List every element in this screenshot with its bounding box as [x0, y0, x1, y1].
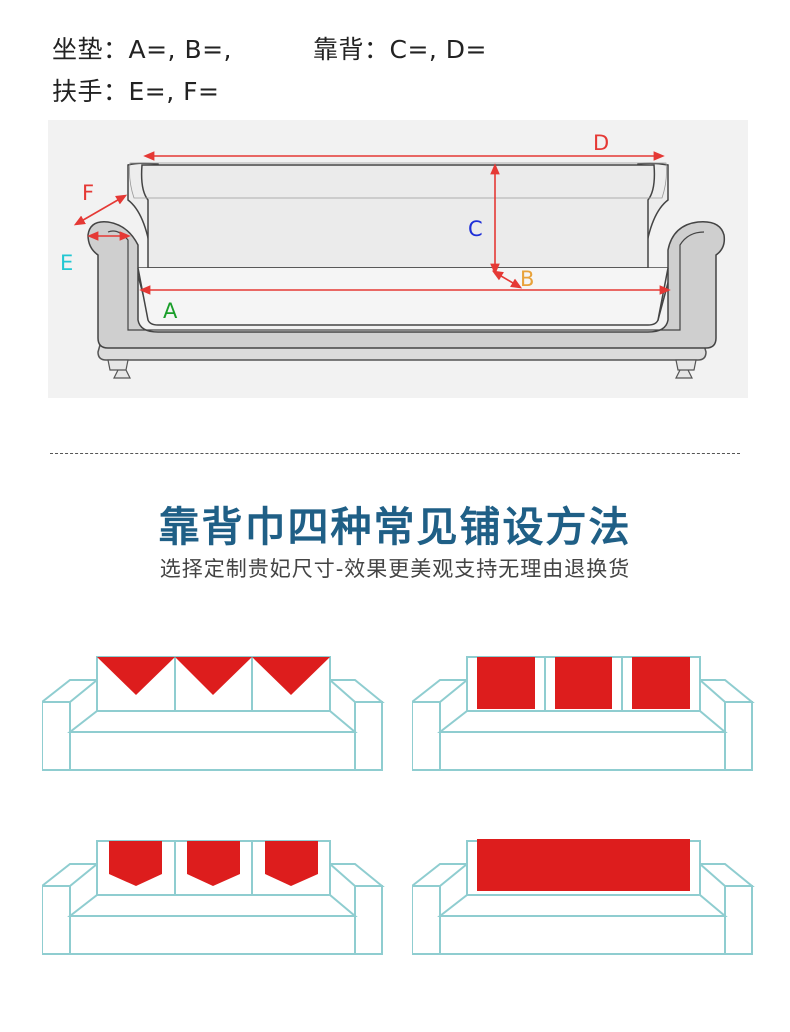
towel-pointed-panels	[109, 841, 318, 886]
dimension-f-line	[73, 194, 128, 226]
sofa-drawing	[87, 162, 726, 379]
label-f: F	[82, 181, 94, 205]
sofa-rectangle-layout	[412, 656, 755, 771]
sofa-pointed-layout	[42, 840, 385, 955]
towel-full-length	[477, 839, 690, 891]
towel-triangles	[97, 657, 330, 695]
sofa-measurement-diagram: D C B A E F	[48, 120, 748, 398]
label-d: D	[593, 131, 609, 155]
section-subtitle: 选择定制贵妃尺寸-效果更美观支持无理由退换货	[159, 557, 631, 581]
sofa-triangle-layout	[42, 656, 385, 771]
sofa-full-length-layout	[412, 839, 755, 955]
arm-measurement-text: 扶手：E=, F=	[52, 77, 220, 106]
label-e: E	[60, 251, 73, 275]
dashed-divider	[50, 453, 740, 454]
label-a: A	[163, 299, 178, 323]
back-measurement-text: 靠背：C=, D=	[313, 35, 487, 64]
seat-measurement-text: 坐垫：A=, B=,	[52, 35, 232, 64]
section-title: 靠背巾四种常见铺设方法	[158, 503, 632, 551]
towel-rectangles	[477, 657, 690, 709]
dimension-b-line	[491, 270, 523, 289]
dimension-lines	[73, 151, 671, 295]
sofa-measurement-svg: D C B A E F	[60, 131, 726, 379]
label-c: C	[468, 217, 483, 241]
label-b: B	[520, 267, 534, 291]
